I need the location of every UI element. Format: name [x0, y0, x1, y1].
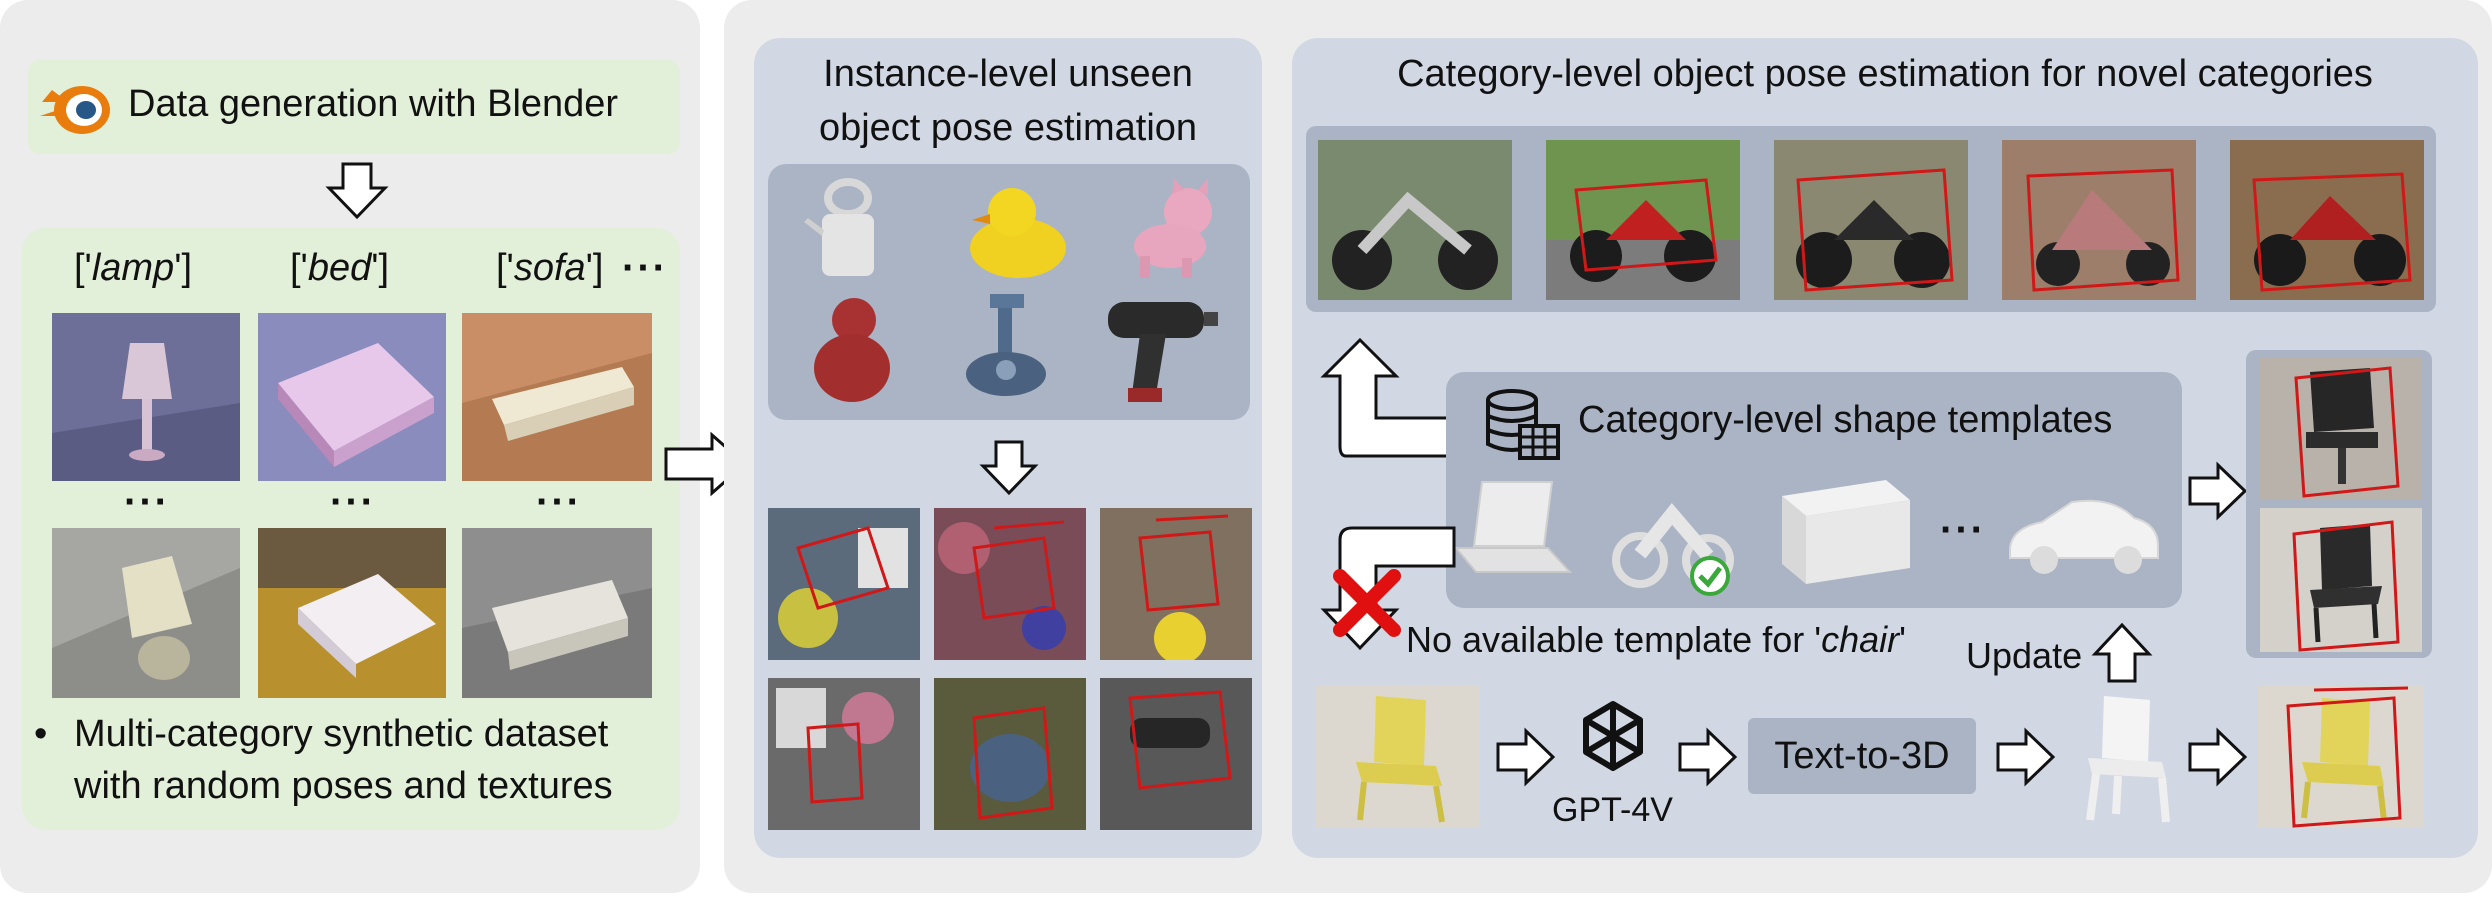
drill-model: [1100, 294, 1220, 406]
sofa-render-2: [462, 528, 652, 698]
chair-input-image: [1316, 686, 1480, 828]
lamp-render-2: [52, 528, 240, 698]
instance-title-2: object pose estimation: [818, 107, 1198, 149]
cat-model: [1118, 176, 1222, 282]
right-arrow-icon: [1678, 727, 1738, 787]
blender-label: Data generation with Blender: [128, 83, 619, 125]
motorcycle-result-2: [1546, 140, 1740, 300]
templates-more: ···: [1940, 508, 1986, 552]
up-arrow-icon: [2091, 622, 2153, 684]
car-template: [2002, 488, 2164, 580]
category-bed: ['bed']: [290, 247, 390, 289]
pose-result-3: [1100, 508, 1252, 660]
blender-icon: [38, 72, 114, 140]
category-level-title: Category-level object pose estimation fo…: [1397, 53, 2373, 95]
right-arrow-icon: [2188, 461, 2248, 521]
blender-box: [28, 60, 680, 154]
update-label: Update: [1966, 635, 2083, 676]
no-template-label: No available template for 'chair': [1406, 619, 1906, 660]
instance-title-1: Instance-level unseen: [823, 53, 1193, 95]
down-arrow-icon: [325, 162, 389, 220]
pose-result-2: [934, 508, 1086, 660]
cross-icon: [1332, 568, 1402, 638]
database-icon: [1484, 386, 1560, 462]
dataset-description-2: with random poses and textures: [74, 765, 613, 807]
templates-title: Category-level shape templates: [1578, 399, 2113, 441]
motorcycle-result-1: [1318, 140, 1512, 300]
sofa-render-1: [462, 313, 652, 481]
right-arrow-icon: [1996, 727, 2056, 787]
bullet-dot: •: [34, 713, 48, 755]
chair-result-1: [2260, 358, 2422, 500]
printer-template: [1776, 476, 1916, 588]
motorcycle-template: [1612, 484, 1738, 596]
gpt-label: GPT-4V: [1552, 791, 1673, 829]
category-lamp: ['lamp']: [74, 247, 192, 289]
generated-chair-model: [2066, 692, 2176, 826]
check-icon: [1690, 556, 1730, 596]
text-to-3d-label: Text-to-3D: [1774, 735, 1950, 777]
ape-model: [808, 294, 898, 406]
row-dots-1: ···: [124, 480, 170, 524]
motorcycle-result-5: [2230, 140, 2424, 300]
chair-output-image: [2258, 686, 2424, 828]
pose-result-5: [934, 678, 1086, 830]
pose-result-6: [1100, 678, 1252, 830]
dataset-description-1: Multi-category synthetic dataset: [74, 713, 609, 755]
pose-result-1: [768, 508, 920, 660]
down-arrow-icon: [979, 440, 1039, 496]
category-more: ···: [622, 246, 668, 290]
bed-render-1: [258, 313, 446, 481]
chair-result-2: [2260, 508, 2422, 652]
text-to-3d-box: [1748, 718, 1976, 794]
category-sofa: ['sofa']: [496, 247, 604, 289]
clamp-model: [956, 290, 1056, 408]
laptop-template: [1452, 476, 1574, 586]
watering-can-model: [800, 176, 896, 286]
row-dots-2: ···: [330, 480, 376, 524]
duck-model: [960, 178, 1070, 282]
gpt-logo-icon: [1566, 694, 1660, 788]
up-bent-arrow-icon: [1318, 336, 1458, 462]
right-arrow-icon: [1496, 727, 1556, 787]
motorcycle-result-4: [2002, 140, 2196, 300]
motorcycle-result-3: [1774, 140, 1968, 300]
lamp-render-1: [52, 313, 240, 481]
row-dots-3: ···: [536, 480, 582, 524]
bed-render-2: [258, 528, 446, 698]
pose-result-4: [768, 678, 920, 830]
right-arrow-icon: [2188, 727, 2248, 787]
